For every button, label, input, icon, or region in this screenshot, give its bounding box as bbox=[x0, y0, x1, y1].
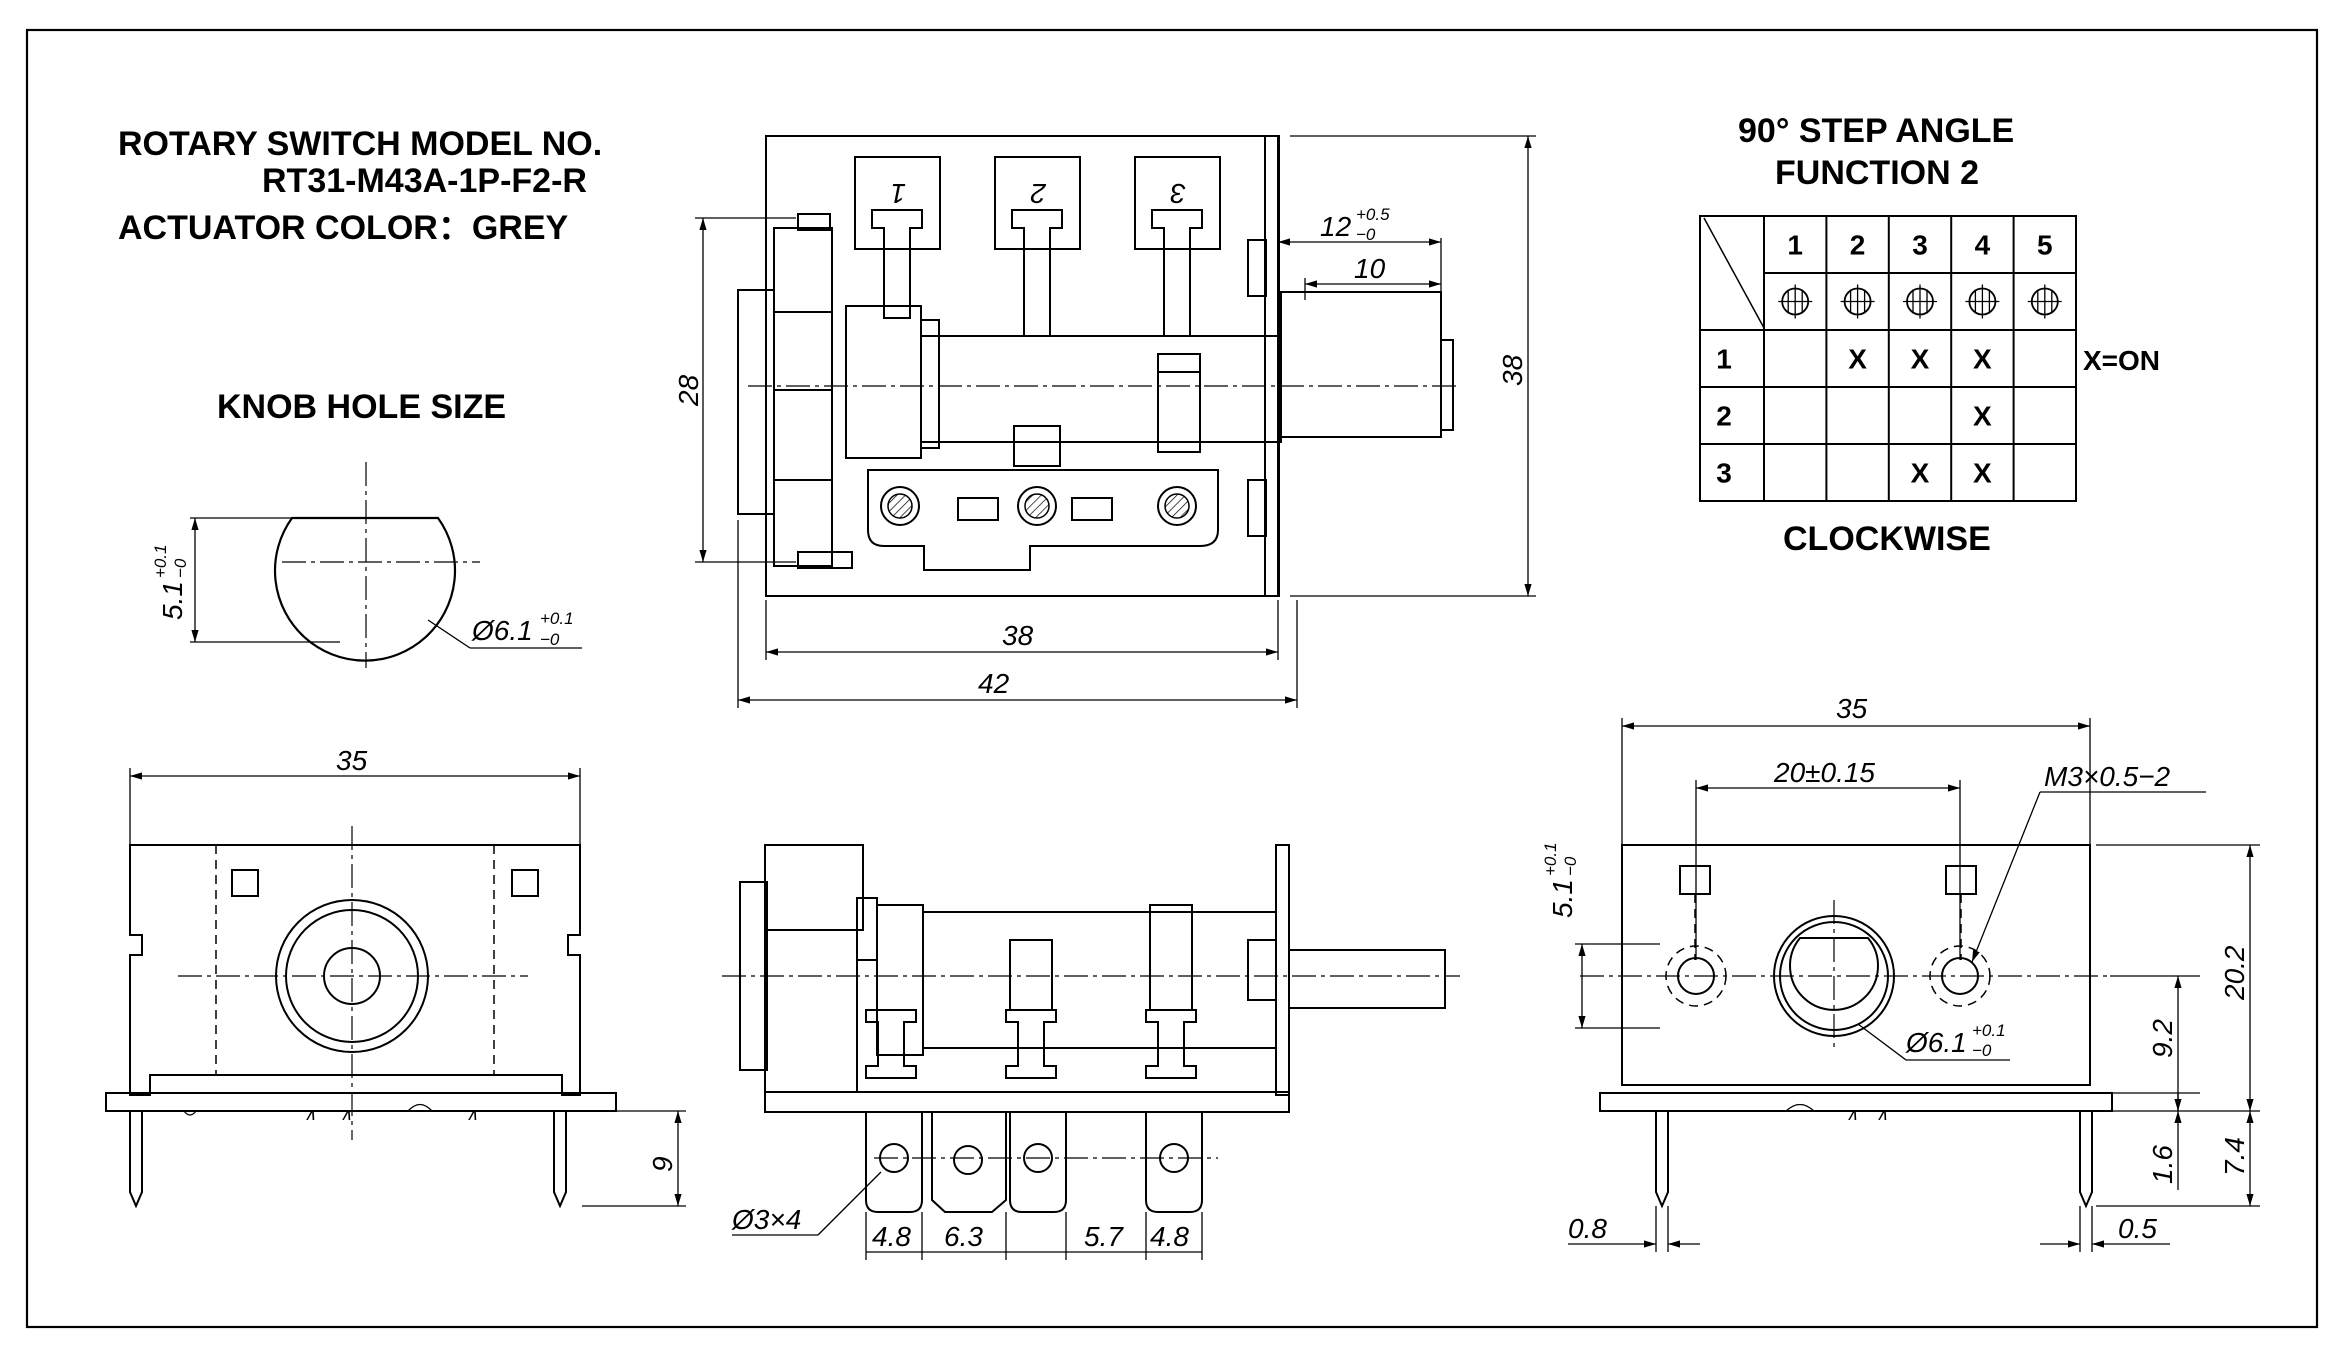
clockwise-label: CLOCKWISE bbox=[1783, 520, 1991, 558]
thread-callout: M3×0.5−2 bbox=[2044, 761, 2171, 792]
knob-d-profile bbox=[273, 516, 457, 662]
position-header-2: 2 bbox=[1850, 230, 1866, 261]
rear-center-height-dimension: 9.2 bbox=[2147, 1019, 2178, 1058]
contact-on-mark: X bbox=[1973, 401, 1992, 432]
title-actuator-color: ACTUATOR COLOR：GREY bbox=[118, 209, 569, 247]
legend-x-on: X=ON bbox=[2083, 345, 2160, 376]
rear-diameter-dimension: Ø6.1 bbox=[1905, 1027, 1967, 1058]
svg-text:−0: −0 bbox=[540, 630, 560, 649]
svg-text:+0.1: +0.1 bbox=[1541, 842, 1560, 876]
pitch-dimension-2: 6.3 bbox=[944, 1221, 983, 1252]
position-header-4: 4 bbox=[1975, 230, 1991, 261]
pitch-dimension-1: 4.8 bbox=[872, 1221, 911, 1252]
contact-on-mark: X bbox=[1911, 344, 1930, 375]
position-indicator-icon bbox=[1902, 283, 1938, 320]
svg-text:−0: −0 bbox=[1561, 856, 1580, 876]
shaft-flat-dimension: 10 bbox=[1354, 253, 1386, 284]
terminal-label-2: 2 bbox=[1030, 178, 1047, 209]
position-indicator-icon bbox=[1777, 283, 1814, 320]
position-header-1: 1 bbox=[1787, 230, 1803, 261]
svg-text:∧: ∧ bbox=[340, 1105, 352, 1124]
circuit-row-label-2: 2 bbox=[1716, 401, 1732, 432]
rear-thickness-right-dimension: 0.5 bbox=[2118, 1213, 2157, 1244]
svg-text:∧: ∧ bbox=[304, 1105, 316, 1124]
top-overall-dimension: 42 bbox=[978, 668, 1010, 699]
position-header-3: 3 bbox=[1912, 230, 1928, 261]
shaft-length-dimension: 12 bbox=[1320, 211, 1352, 242]
svg-text:∧: ∧ bbox=[466, 1105, 478, 1124]
top-view: 1 2 3 38 4 bbox=[673, 135, 1536, 708]
side-terminals bbox=[865, 904, 1197, 1079]
contact-on-mark: X bbox=[1973, 344, 1992, 375]
contact-on-mark: X bbox=[1848, 344, 1867, 375]
circuit-row-label-1: 1 bbox=[1716, 344, 1732, 375]
knob-diameter-dimension: Ø6.1 bbox=[471, 615, 533, 646]
position-indicator-icon bbox=[1964, 283, 2001, 320]
svg-text:∧: ∧ bbox=[1846, 1105, 1858, 1124]
svg-text:+0.1: +0.1 bbox=[540, 609, 574, 628]
circuit-row-label-3: 3 bbox=[1716, 458, 1732, 489]
knob-flat-dimension: 5.1 bbox=[157, 581, 188, 620]
step-angle-heading: 90° STEP ANGLE bbox=[1738, 112, 2014, 150]
svg-text:∧: ∧ bbox=[1876, 1105, 1888, 1124]
sheet-border bbox=[25, 28, 2319, 1329]
position-indicator-icon bbox=[2026, 283, 2063, 320]
front-pin-dimension: 9 bbox=[647, 1156, 678, 1172]
contact-on-mark: X bbox=[1911, 458, 1930, 489]
svg-text:+0.5: +0.5 bbox=[1356, 205, 1390, 224]
svg-text:+0.1: +0.1 bbox=[1972, 1021, 2006, 1040]
rear-height-dimension: 20.2 bbox=[2219, 945, 2250, 1001]
pitch-dimension-3: 5.7 bbox=[1084, 1221, 1124, 1252]
knob-hole-heading: KNOB HOLE SIZE bbox=[217, 388, 506, 426]
mounting-hole-icon bbox=[865, 1112, 1218, 1213]
terminal-tabs: 1 2 3 bbox=[854, 156, 1221, 337]
terminal-label-1: 1 bbox=[890, 178, 906, 209]
knob-hole-view: KNOB HOLE SIZE 5.1 +0.1 −0 Ø6.1 +0.1 −0 bbox=[151, 388, 582, 668]
contact-on-mark: X bbox=[1973, 458, 1992, 489]
side-view: Ø3×4 4.8 6.3 5.7 4.8 bbox=[722, 844, 1460, 1260]
top-height-38-dimension: 38 bbox=[1497, 354, 1528, 386]
side-hole-dimension: Ø3×4 bbox=[731, 1204, 801, 1235]
svg-text:−0: −0 bbox=[171, 558, 190, 578]
top-width-dimension: 38 bbox=[1002, 620, 1034, 651]
top-height-28-dimension: 28 bbox=[673, 374, 704, 407]
svg-text:−0: −0 bbox=[1356, 225, 1376, 244]
position-indicator-icon bbox=[1839, 283, 1876, 320]
front-width-dimension: 35 bbox=[336, 745, 368, 776]
title-model-number: RT31-M43A-1P-F2-R bbox=[262, 162, 587, 200]
rear-view: 35 20±0.15 M3×0.5−2 ∧ ∧ bbox=[1541, 693, 2260, 1252]
title-line-1: ROTARY SWITCH MODEL NO. bbox=[118, 125, 602, 163]
svg-text:+0.1: +0.1 bbox=[151, 544, 170, 578]
rear-width-dimension: 35 bbox=[1836, 693, 1868, 724]
position-header-5: 5 bbox=[2037, 230, 2053, 261]
rear-thickness-left-dimension: 0.8 bbox=[1568, 1213, 1607, 1244]
terminal-label-3: 3 bbox=[1170, 178, 1186, 209]
front-view: 35 ∧ ∧ ∧ 9 bbox=[105, 745, 686, 1209]
rear-plate-dimension: 1.6 bbox=[2147, 1145, 2178, 1184]
rear-hole-spacing-dimension: 20±0.15 bbox=[1773, 757, 1875, 788]
pitch-dimension-4: 4.8 bbox=[1150, 1221, 1189, 1252]
title-block: ROTARY SWITCH MODEL NO. RT31-M43A-1P-F2-… bbox=[118, 125, 602, 247]
rear-flat-dimension: 5.1 bbox=[1547, 879, 1578, 918]
solder-lug-icon bbox=[880, 486, 1197, 526]
rear-pin-dimension: 7.4 bbox=[2219, 1137, 2250, 1176]
function-heading: FUNCTION 2 bbox=[1775, 154, 1979, 192]
svg-text:−0: −0 bbox=[1972, 1041, 1992, 1060]
